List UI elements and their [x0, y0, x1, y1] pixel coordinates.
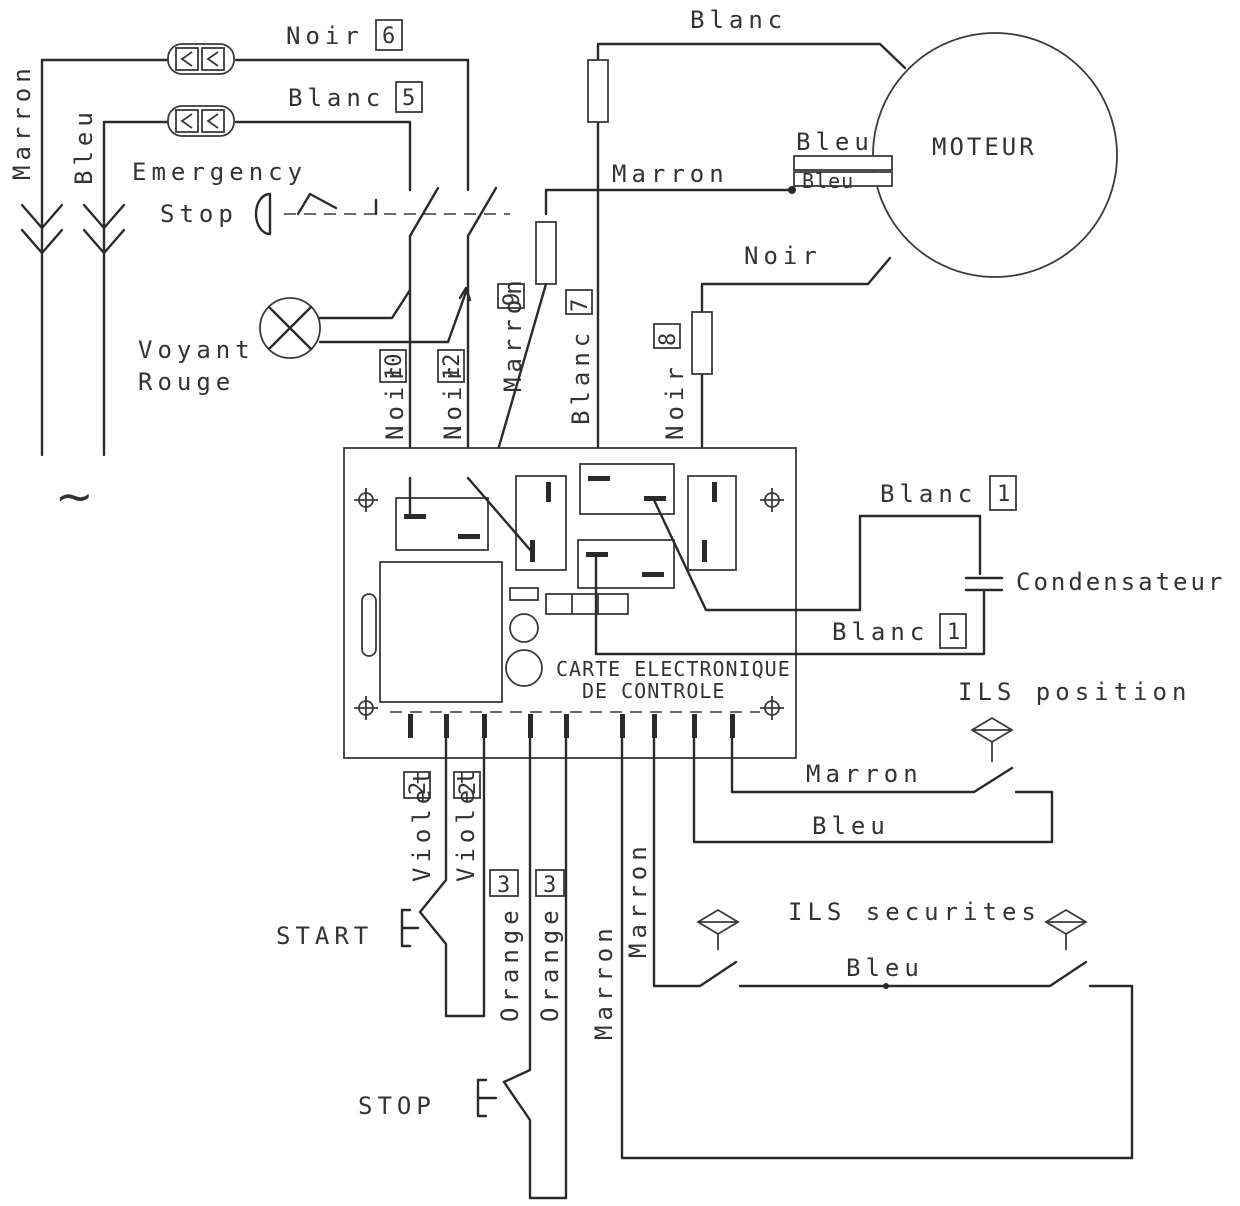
wire-number-12: 12	[440, 354, 465, 381]
label-bleu-motor: Bleu	[796, 128, 874, 156]
wire-number-10: 10	[382, 354, 407, 381]
plug-arrow-marron	[20, 203, 64, 255]
wire-number-9: 9	[500, 293, 525, 306]
label-noir-top: Noir	[286, 22, 364, 50]
ils-securite-1-icon	[696, 908, 740, 950]
label-marron-ils-pos: Marron	[806, 760, 923, 788]
wire-number-3-a: 3	[497, 873, 510, 898]
mount-hole-tl	[354, 488, 378, 512]
label-noir-motor: Noir	[744, 242, 822, 270]
label-marron-mains: Marron	[8, 63, 36, 180]
label-bleu-ils-pos: Bleu	[812, 812, 890, 840]
label-blanc-motor: Blanc	[690, 6, 787, 34]
ils-securites: ILS securites Bleu Marron Marron	[590, 736, 1134, 1160]
ac-symbol: ~	[55, 469, 94, 523]
voyant-rouge-lamp: Voyant Rouge	[138, 286, 472, 396]
label-blanc-cond-top: Blanc	[880, 480, 977, 508]
label-marron-return: Marron	[590, 923, 618, 1040]
label-bleu-mains: Bleu	[70, 107, 98, 185]
control-board: CARTE ELECTRONIQUE DE CONTROLE	[343, 447, 982, 759]
label-marron-motor: Marron	[612, 160, 729, 188]
wire-number-1-bottom: 1	[947, 620, 960, 645]
ils-securite-2-icon	[1044, 908, 1088, 950]
condensateur: Condensateur Blanc 1 Blanc 1	[594, 475, 1225, 656]
board-feed-labels: 10 Noir 12 Noir 9 Marron 7 Blanc 8 Noir	[379, 275, 689, 440]
label-emergency: Emergency	[132, 158, 307, 186]
stop-button: STOP 3 3 Orange Orange	[358, 736, 568, 1200]
wire-number-5: 5	[402, 86, 415, 111]
label-noir-10: Noir	[381, 362, 409, 440]
label-start: START	[276, 922, 373, 950]
label-noir-12: Noir	[439, 362, 467, 440]
board-label-line1: CARTE ELECTRONIQUE	[556, 657, 791, 681]
board-label-line2: DE CONTROLE	[582, 679, 725, 703]
label-condensateur: Condensateur	[1016, 568, 1225, 596]
label-ils-position: ILS position	[958, 678, 1191, 706]
mount-hole-tr	[760, 488, 784, 512]
label-orange-b: Orange	[536, 905, 564, 1022]
label-blanc-7: Blanc	[567, 328, 595, 425]
start-button: START 2 Violet 2 Violet	[276, 736, 486, 1018]
mount-hole-br	[760, 696, 784, 720]
label-noir-8: Noir	[661, 362, 689, 440]
wire-number-3-b: 3	[543, 873, 556, 898]
label-rouge: Rouge	[138, 368, 235, 396]
mains-input: Marron Bleu ~ Noir 6 Blanc 5	[8, 19, 470, 523]
wire-number-6: 6	[382, 24, 395, 49]
emergency-stop: Emergency Stop	[132, 158, 510, 480]
label-violet-b: Violet	[452, 765, 480, 882]
connector-blanc	[167, 105, 235, 137]
label-blanc-top: Blanc	[288, 84, 385, 112]
label-violet-a: Violet	[408, 765, 436, 882]
ils-position-sensor-icon	[970, 716, 1014, 762]
emergency-button-icon	[254, 192, 272, 236]
motor: MOTEUR Bleu Bleu Blanc Marron Noir	[470, 6, 1118, 542]
label-marron-ils-sec: Marron	[624, 841, 652, 958]
label-marron-9: Marron	[499, 275, 527, 392]
label-bleu-motor-inner: Bleu	[802, 169, 854, 193]
label-blanc-cond-bottom: Blanc	[832, 618, 929, 646]
plug-arrow-bleu	[82, 203, 126, 255]
label-ils-securites: ILS securites	[788, 898, 1041, 926]
ils-position: ILS position Marron Bleu	[692, 678, 1191, 844]
wire-number-8: 8	[656, 333, 681, 346]
wire-number-2-a: 2	[406, 782, 431, 795]
mount-hole-bl	[354, 696, 378, 720]
connector-noir	[167, 43, 235, 75]
label-bleu-ils-sec: Bleu	[846, 954, 924, 982]
label-voyant: Voyant	[138, 336, 255, 364]
wire-number-7: 7	[568, 299, 593, 312]
wire-number-1-top: 1	[997, 482, 1010, 507]
label-orange-a: Orange	[496, 905, 524, 1022]
label-stop: STOP	[358, 1092, 436, 1120]
motor-label: MOTEUR	[932, 133, 1037, 161]
label-stop-word: Stop	[160, 200, 238, 228]
wire-number-2-b: 2	[456, 782, 481, 795]
